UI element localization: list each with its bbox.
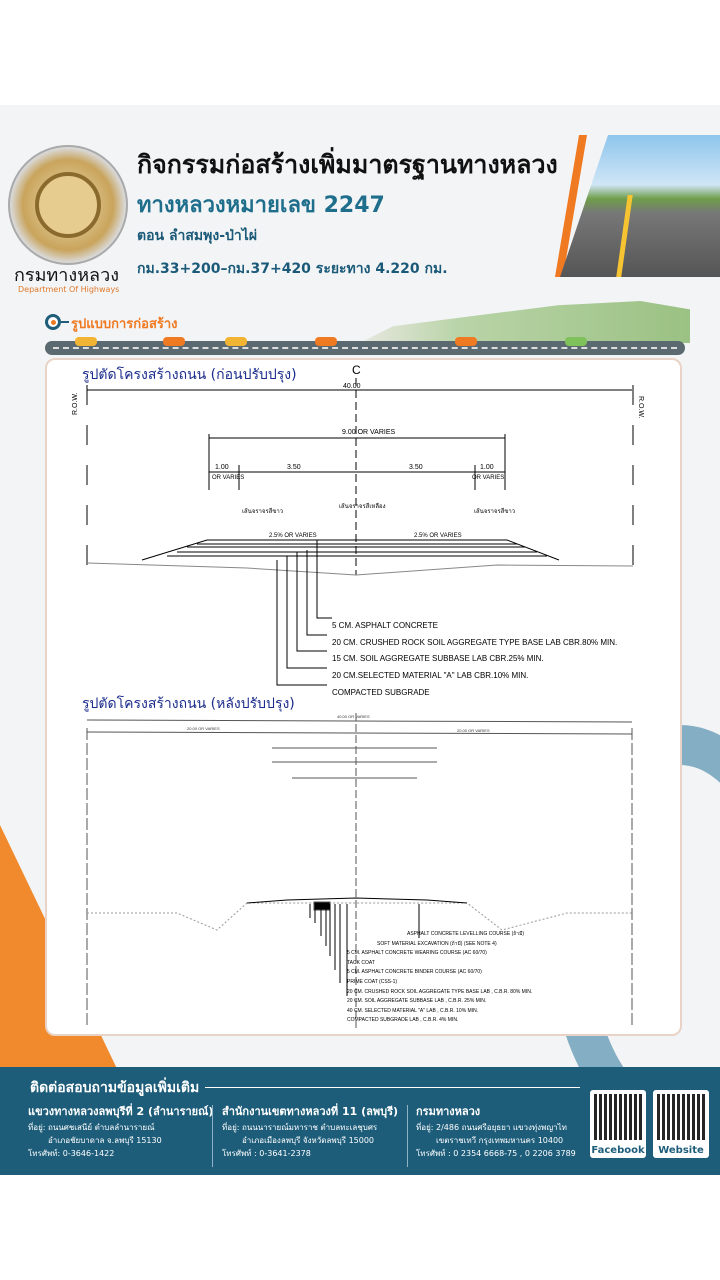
road-illustration bbox=[45, 337, 685, 355]
row-right: R.O.W. bbox=[637, 396, 644, 419]
contact-phone[interactable]: โทรศัพท์: 0-3646-1422 bbox=[28, 1149, 115, 1158]
contact-district: แขวงทางหลวงลพบุรีที่ 2 (ลำนารายณ์) ที่อย… bbox=[28, 1103, 213, 1160]
contact-name: กรมทางหลวง bbox=[416, 1105, 481, 1118]
slope-left: 2.5% OR VARIES bbox=[269, 533, 317, 539]
layer-label: 20 CM. CRUSHED ROCK SOIL AGGREGATE TYPE … bbox=[332, 637, 618, 647]
contact-name: แขวงทางหลวงลพบุรีที่ 2 (ลำนารายณ์) bbox=[28, 1105, 214, 1118]
car-icon bbox=[225, 337, 247, 346]
section-name: ตอน ลำสมพุง-ป่าไผ่ bbox=[137, 228, 258, 244]
contact-address: เขตราชเทวี กรุงเทพมหานคร 10400 bbox=[436, 1136, 564, 1145]
website-qr[interactable]: Website bbox=[653, 1090, 709, 1158]
layer-label: 40 CM. SELECTED MATERIAL "A" LAB , C.B.R… bbox=[347, 1007, 479, 1014]
white-line-label: เส้นจราจรสีขาว bbox=[242, 507, 283, 515]
section-bullet-icon bbox=[45, 314, 61, 330]
dim-or-varies: OR VARIES bbox=[472, 475, 504, 481]
contact-phone[interactable]: โทรศัพท์ : 0 2354 6668-75 , 0 2206 3789 bbox=[416, 1149, 576, 1158]
contact-address: อำเภอเมืองลพบุรี จังหวัดลพบุรี 15000 bbox=[242, 1136, 375, 1145]
before-cross-section: C 40.00 R.O.W. R.O.W. 9.00 OR VARIES 1.0… bbox=[72, 363, 644, 686]
before-caption: รูปตัดโครงสร้างถนน (ก่อนปรับปรุง) bbox=[82, 367, 297, 383]
dim-or-varies: OR VARIES bbox=[212, 475, 244, 481]
layer-label: 20 CM. CRUSHED ROCK SOIL AGGREGATE TYPE … bbox=[347, 988, 533, 995]
car-icon bbox=[565, 337, 587, 346]
car-icon bbox=[75, 337, 97, 346]
doh-logo bbox=[8, 145, 128, 265]
layer-label: 20 CM. SOIL AGGREGATE SUBBASE LAB , C.B.… bbox=[347, 998, 487, 1005]
yellow-line-label: เส้นจราจรสีเหลือง bbox=[339, 502, 386, 510]
dim-shoulder-left: 1.00 bbox=[215, 464, 229, 471]
layer-label: SOFT MATERIAL EXCAVATION (ถ้ามี) (SEE NO… bbox=[377, 940, 497, 947]
layer-label: 20 CM.SELECTED MATERIAL "A" LAB CBR.10% … bbox=[332, 671, 529, 681]
dim-width: 9.00 OR VARIES bbox=[342, 429, 396, 436]
contact-name: สำนักงานเขตทางหลวงที่ 11 (ลพบุรี) bbox=[222, 1105, 399, 1118]
contact-department: กรมทางหลวง ที่อยู่: 2/486 ถนนศรีอยุธยา แ… bbox=[416, 1103, 576, 1160]
dim-half-right: 20.00 OR VARIES bbox=[457, 728, 490, 733]
qr-code-icon bbox=[657, 1094, 705, 1140]
layer-label: PRIME COAT (CSS-1) bbox=[347, 978, 398, 985]
facebook-qr[interactable]: Facebook bbox=[590, 1090, 646, 1158]
after-cross-section: 40.00 OR VARIES 20.00 OR VARIES 20.00 OR… bbox=[86, 713, 633, 1028]
cross-section-panel: รูปตัดโครงสร้างถนน (ก่อนปรับปรุง) C 40.0… bbox=[45, 358, 682, 1036]
contact-phone[interactable]: โทรศัพท์ : 0-3641-2378 bbox=[222, 1149, 311, 1158]
layer-label: TACK COAT bbox=[347, 959, 375, 966]
km-range: กม.33+200–กม.37+420 ระยะทาง 4.220 กม. bbox=[137, 261, 448, 277]
qr-label: Facebook bbox=[591, 1145, 645, 1156]
car-icon bbox=[163, 337, 185, 346]
layer-label: 15 CM. SOIL AGGREGATE SUBBASE LAB CBR.25… bbox=[332, 654, 544, 664]
row-left: R.O.W. bbox=[72, 392, 79, 415]
slope-right: 2.5% OR VARIES bbox=[414, 533, 462, 539]
village-illustration bbox=[360, 301, 690, 343]
before-layer-labels: 5 CM. ASPHALT CONCRETE 20 CM. CRUSHED RO… bbox=[332, 618, 617, 702]
section-title: รูปแบบการก่อสร้าง bbox=[71, 317, 178, 332]
contact-region: สำนักงานเขตทางหลวงที่ 11 (ลพบุรี) ที่อยู… bbox=[222, 1103, 398, 1160]
bullet-line bbox=[61, 321, 69, 323]
contact-address: ที่อยู่: 2/486 ถนนศรีอยุธยา แขวงทุ่งพญาไ… bbox=[416, 1123, 567, 1132]
divider bbox=[407, 1105, 408, 1167]
white-line-label: เส้นจราจรสีขาว bbox=[474, 507, 515, 515]
layer-label: ASPHALT CONCRETE LEVELLING COURSE (ถ้ามี… bbox=[407, 931, 525, 937]
dim-lane-right: 3.50 bbox=[409, 464, 423, 471]
divider bbox=[205, 1087, 580, 1088]
layer-label: COMPACTED SUBGRADE bbox=[332, 687, 430, 697]
dim-lane-left: 3.50 bbox=[287, 464, 301, 471]
dim-shoulder-right: 1.00 bbox=[480, 464, 494, 471]
layer-label: 5 CM. ASPHALT CONCRETE BINDER COURSE (AC… bbox=[347, 969, 482, 976]
dim-half-left: 20.00 OR VARIES bbox=[187, 726, 220, 731]
poster: กรมทางหลวง Department Of Highways กิจกรร… bbox=[0, 105, 720, 1175]
qr-label: Website bbox=[658, 1145, 704, 1156]
car-icon bbox=[455, 337, 477, 346]
contact-address: ที่อยู่: ถนนนารายณ์มหาราช ตำบลทะเลชุบศร bbox=[222, 1123, 378, 1132]
after-layer-labels: ASPHALT CONCRETE LEVELLING COURSE (ถ้ามี… bbox=[347, 930, 532, 1026]
contact-footer: ติดต่อสอบถามข้อมูลเพิ่มเติม แขวงทางหลวงล… bbox=[0, 1067, 720, 1175]
org-name-th: กรมทางหลวง bbox=[14, 265, 119, 286]
contact-address: อำเภอชัยบาดาล จ.ลพบุรี 15130 bbox=[48, 1136, 162, 1145]
road-photo bbox=[560, 135, 720, 277]
layer-label: 5 CM. ASPHALT CONCRETE WEARING COURSE (A… bbox=[347, 950, 487, 957]
footer-title: ติดต่อสอบถามข้อมูลเพิ่มเติม bbox=[30, 1080, 200, 1096]
page-title: กิจกรรมก่อสร้างเพิ่มมาตรฐานทางหลวง bbox=[137, 150, 558, 179]
dim-total: 40.00 bbox=[343, 383, 361, 390]
layer-label: COMPACTED SUBGRADE LAB , C.B.R. 4% MIN. bbox=[347, 1017, 459, 1024]
divider bbox=[212, 1105, 213, 1167]
qr-code-icon bbox=[594, 1094, 642, 1140]
car-icon bbox=[315, 337, 337, 346]
contact-address: ที่อยู่: ถนนศชเสนีย์ ตำบลลำนารายณ์ bbox=[28, 1123, 155, 1132]
layer-label: 5 CM. ASPHALT CONCRETE bbox=[332, 621, 438, 630]
after-caption: รูปตัดโครงสร้างถนน (หลังปรับปรุง) bbox=[82, 696, 295, 712]
centerline-label: C bbox=[352, 363, 361, 377]
dim-total: 40.00 OR VARIES bbox=[337, 714, 370, 719]
org-name-en: Department Of Highways bbox=[18, 285, 120, 294]
highway-number: ทางหลวงหมายเลข 2247 bbox=[137, 193, 385, 218]
